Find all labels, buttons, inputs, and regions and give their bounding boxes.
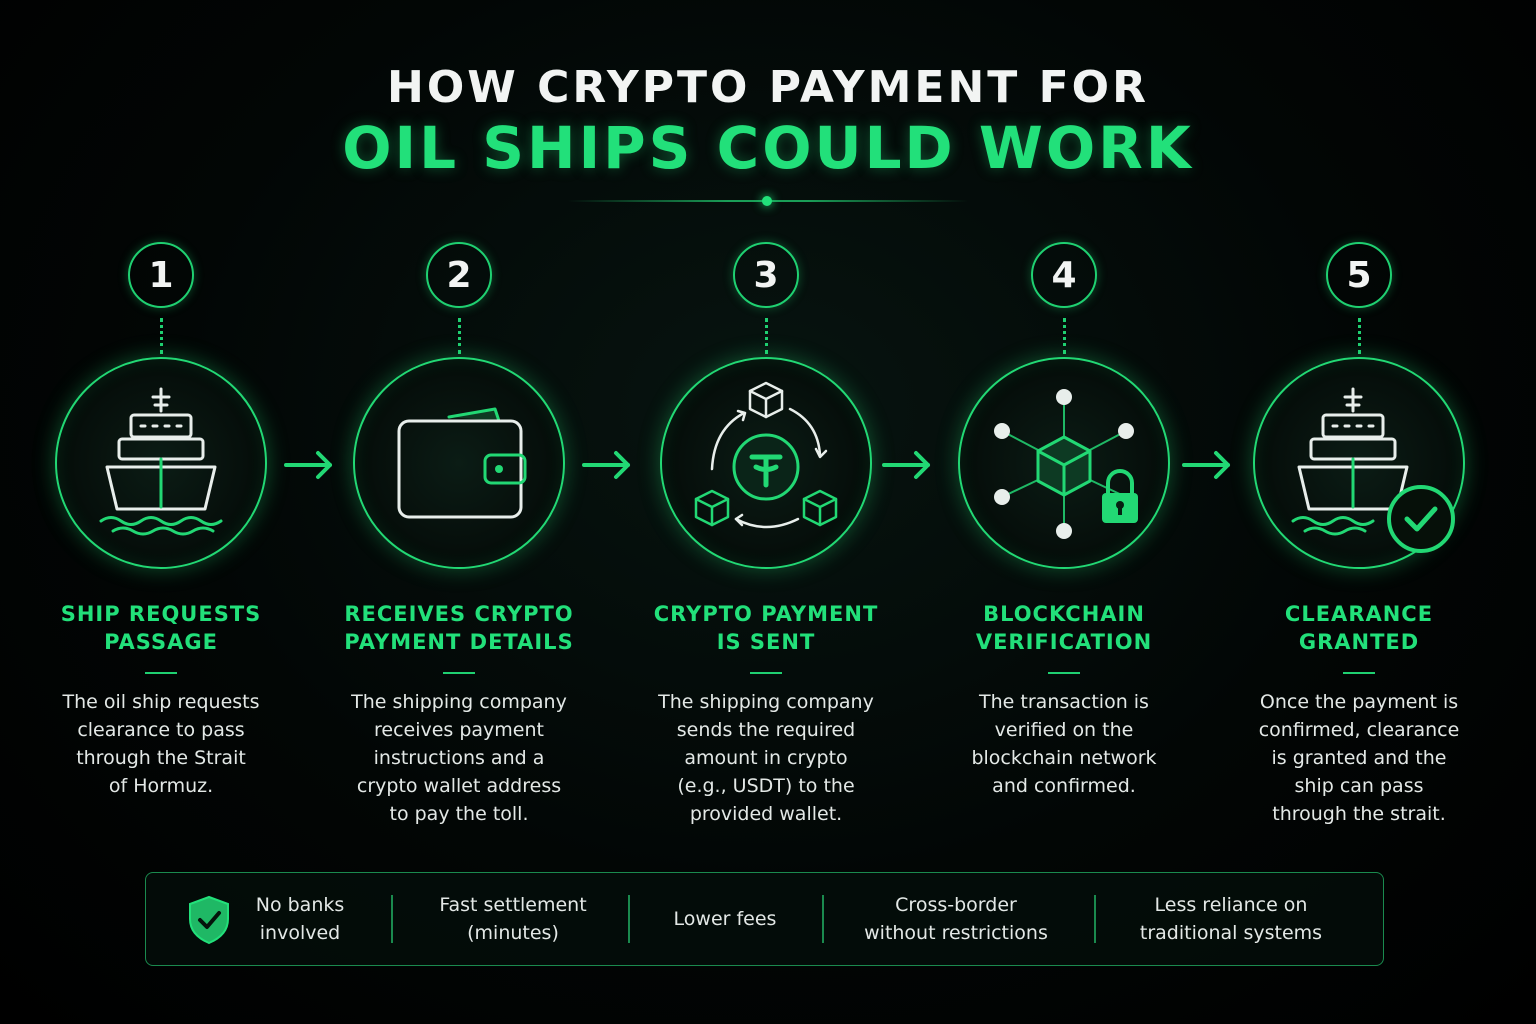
blockchain-network-icon (994, 389, 1138, 539)
arrow-right-icon (582, 451, 630, 479)
shield-check-icon (189, 895, 229, 945)
step-title: SHIP REQUESTS PASSAGE (60, 602, 262, 654)
step-3: 3 CRYPTO PAYMENT IS SENT The shipp (616, 0, 916, 1024)
step-2: 2 RECEIVES CRYPTO PAYMENT DETAILS The sh… (309, 0, 609, 1024)
step-title: RECEIVES CRYPTO PAYMENT DETAILS (344, 602, 574, 654)
arrow-right-icon (1182, 451, 1230, 479)
benefit-separator (1094, 895, 1096, 943)
title-underline (750, 672, 782, 674)
step-icon-circle (1253, 357, 1465, 569)
title-underline (145, 672, 177, 674)
step-4: 4 BLOCKCHAIN VERIFI (914, 0, 1214, 1024)
wallet-icon (397, 407, 527, 519)
step-number: 4 (1031, 242, 1097, 308)
step-1: 1 SHIP REQUESTS PASSAGE The oil ship req… (11, 0, 311, 1024)
step-icon-circle (55, 357, 267, 569)
step-description: Once the payment is confirmed, clearance… (1258, 691, 1460, 825)
step-number: 3 (733, 242, 799, 308)
step-number: 1 (128, 242, 194, 308)
step-number: 2 (426, 242, 492, 308)
dotted-connector (160, 318, 163, 354)
step-number: 5 (1326, 242, 1392, 308)
benefit-fast-settlement: Fast settlement (minutes) (439, 894, 587, 944)
step-icon-circle (353, 357, 565, 569)
benefit-less-reliance: Less reliance on traditional systems (1139, 894, 1323, 944)
ship-icon (99, 387, 223, 536)
step-title: BLOCKCHAIN VERIFICATION (975, 602, 1153, 654)
benefit-separator (628, 895, 630, 943)
benefit-separator (391, 895, 393, 943)
step-description: The shipping company receives payment in… (351, 691, 567, 825)
step-title: CLEARANCE GRANTED (1284, 602, 1434, 654)
tether-cycle-icon (694, 381, 838, 529)
benefit-lower-fees: Lower fees (673, 908, 777, 930)
benefits-bar: No banks involved Fast settlement (minut… (145, 872, 1384, 966)
step-description: The shipping company sends the required … (658, 691, 874, 825)
step-description: The oil ship requests clearance to pass … (62, 691, 260, 797)
benefit-cross-border: Cross-border without restrictions (864, 894, 1048, 944)
arrow-right-icon (882, 451, 930, 479)
step-5: 5 CLEARANCE GRANTED Once the payment is … (1209, 0, 1509, 1024)
title-underline (1048, 672, 1080, 674)
step-icon-circle (660, 357, 872, 569)
dotted-connector (765, 318, 768, 354)
benefit-separator (822, 895, 824, 943)
step-title: CRYPTO PAYMENT IS SENT (653, 602, 879, 654)
dotted-connector (1358, 318, 1361, 354)
benefit-no-banks: No banks involved (255, 894, 345, 944)
title-underline (1343, 672, 1375, 674)
step-description: The transaction is verified on the block… (971, 691, 1157, 797)
title-line-1: HOW CRYPTO PAYMENT FOR (387, 62, 1149, 113)
title-line-2: OIL SHIPS COULD WORK (342, 114, 1194, 182)
title-underline (443, 672, 475, 674)
step-icon-circle (958, 357, 1170, 569)
dotted-connector (458, 318, 461, 354)
arrow-right-icon (284, 451, 332, 479)
ship-checkmark-icon (1291, 387, 1455, 553)
dotted-connector (1063, 318, 1066, 354)
title-divider-dot (762, 196, 772, 206)
